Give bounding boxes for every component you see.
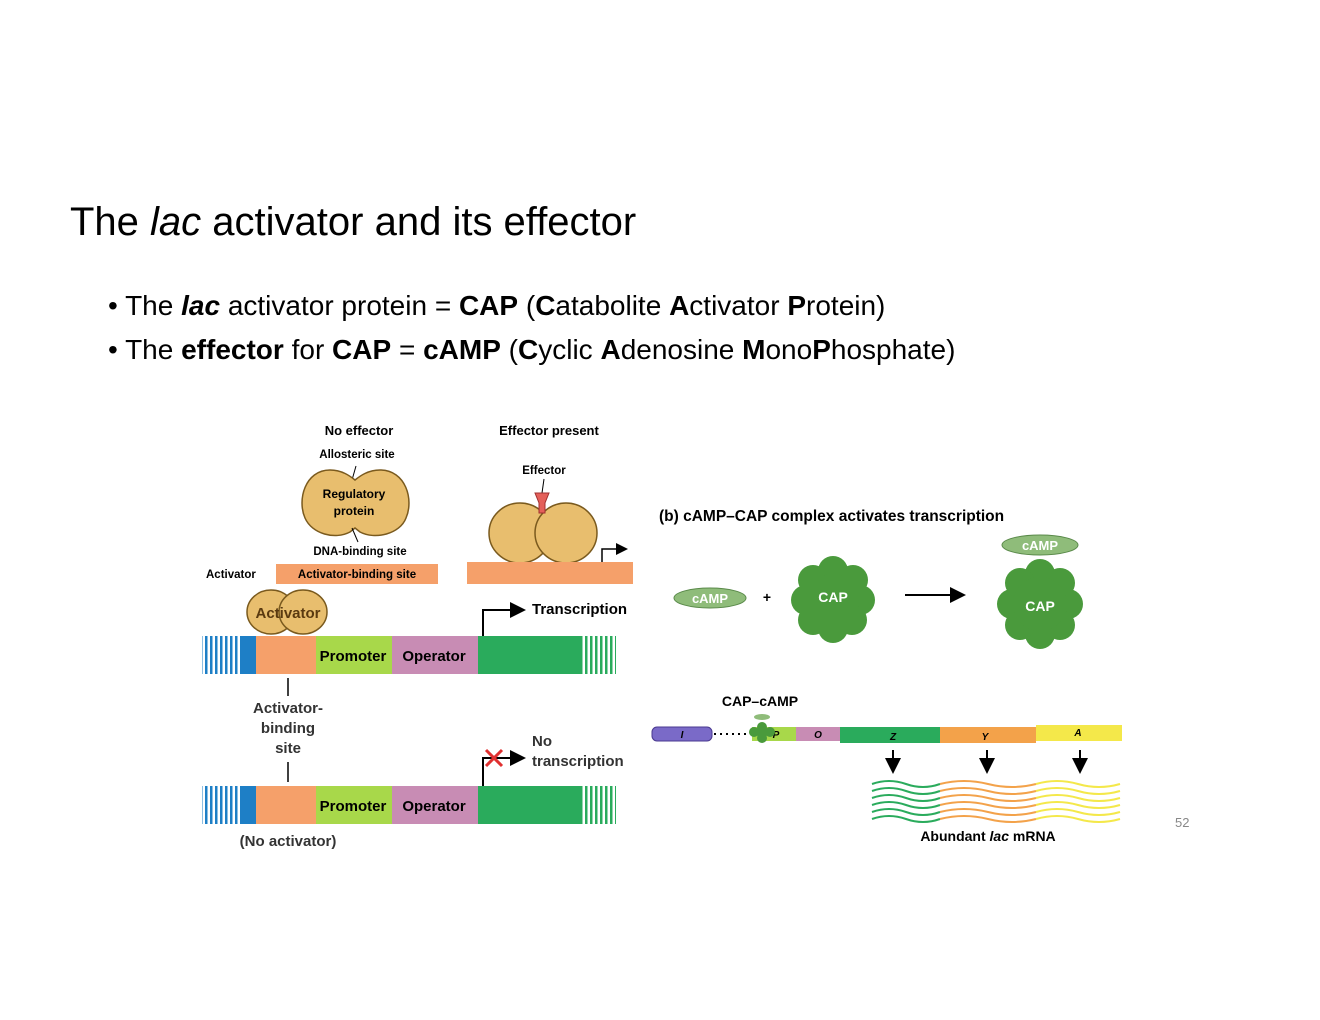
lac-operon-dna: CAP–cAMP I P O Z Y A xyxy=(651,693,1122,743)
regulatory-label: Regulatory xyxy=(323,487,386,501)
cap-camp-label: CAP–cAMP xyxy=(722,693,798,709)
allosteric-site-label: Allosteric site xyxy=(319,449,394,461)
abs-line-1: Activator- xyxy=(253,700,323,717)
no-effector-label: No effector xyxy=(325,423,394,438)
camp-label: cAMP xyxy=(692,591,728,606)
cap-label: CAP xyxy=(818,589,848,605)
gene-o-label: O xyxy=(814,730,822,741)
activator-protein: Activator xyxy=(246,589,328,635)
protein-label: protein xyxy=(334,504,375,518)
effector-label: Effector xyxy=(522,465,566,477)
panel-a-header: No effector Effector present xyxy=(325,423,600,438)
activator-binding-site-bar xyxy=(276,564,438,584)
activator-binding-site-callout: Activator- binding site xyxy=(253,678,323,782)
bullet-item: The lac activator protein = CAP (Catabol… xyxy=(108,290,955,322)
bound-cap-camp xyxy=(749,714,775,743)
title-text: The xyxy=(70,200,151,244)
activator-binding-band: Activator Activator-binding site xyxy=(206,564,438,584)
lac-mrna xyxy=(871,780,1121,823)
bullet-item: The effector for CAP = cAMP (Cyclic Aden… xyxy=(108,334,955,366)
mrna-label: Abundant lac mRNA xyxy=(920,828,1055,844)
activator-label: Activator xyxy=(206,569,256,581)
promoter-label-2: Promoter xyxy=(320,798,387,815)
operator-label-2: Operator xyxy=(402,798,466,815)
no-transcription-arrow xyxy=(482,750,526,786)
effector-dna-band xyxy=(467,562,633,584)
no-activator-label: (No activator) xyxy=(240,833,337,850)
panel-b-title: (b) cAMP–CAP complex activates transcrip… xyxy=(659,508,1004,525)
no-transcription-line-1: No xyxy=(532,733,552,750)
bullet-list: The lac activator protein = CAP (Catabol… xyxy=(108,290,955,378)
title-text-end: activator and its effector xyxy=(201,200,637,244)
complex-camp-label: cAMP xyxy=(1022,538,1058,553)
cap-protein: CAP xyxy=(791,556,875,643)
effector-molecule xyxy=(534,492,550,514)
blocked-x-icon xyxy=(484,748,504,768)
transcription-arrows xyxy=(885,750,1088,774)
slide-title: The lac activator and its effector xyxy=(70,200,636,245)
activator-binding-site-label: Activator-binding site xyxy=(298,569,416,581)
transcription-arrow-small xyxy=(601,543,628,562)
abs-line-2: binding xyxy=(261,720,315,737)
activator-protein-label: Activator xyxy=(255,605,320,622)
dna-binding-site-label: DNA-binding site xyxy=(313,546,406,558)
regulatory-protein-shape xyxy=(301,469,410,537)
gene-z-label: Z xyxy=(889,732,897,743)
abs-line-3: site xyxy=(275,740,301,757)
regulatory-protein-no-effector: Allosteric site Regulatory protein DNA-b… xyxy=(301,449,410,558)
dna-with-activator: Promoter Operator Transcription xyxy=(202,601,627,674)
dna-no-activator: Promoter Operator No transcription (No a… xyxy=(202,733,624,850)
camp-cap-complex: cAMP CAP xyxy=(997,534,1083,649)
gene-y-label: Y xyxy=(982,732,990,743)
gene-p-label: P xyxy=(773,730,780,741)
title-italic: lac xyxy=(150,200,202,244)
no-transcription-line-2: transcription xyxy=(532,753,624,770)
transcription-label: Transcription xyxy=(532,601,627,618)
plus-sign: + xyxy=(763,589,771,605)
gene-i-label: I xyxy=(681,730,684,741)
gene-a-label: A xyxy=(1073,728,1081,739)
protein-with-effector: Effector xyxy=(467,465,633,584)
camp-molecule: cAMP xyxy=(673,587,747,609)
page-number: 52 xyxy=(1175,815,1190,830)
effector-present-label: Effector present xyxy=(499,423,599,438)
transcription-arrow xyxy=(482,602,526,636)
operator-label: Operator xyxy=(402,648,466,665)
promoter-label: Promoter xyxy=(320,648,387,665)
complex-cap-label: CAP xyxy=(1025,598,1055,614)
